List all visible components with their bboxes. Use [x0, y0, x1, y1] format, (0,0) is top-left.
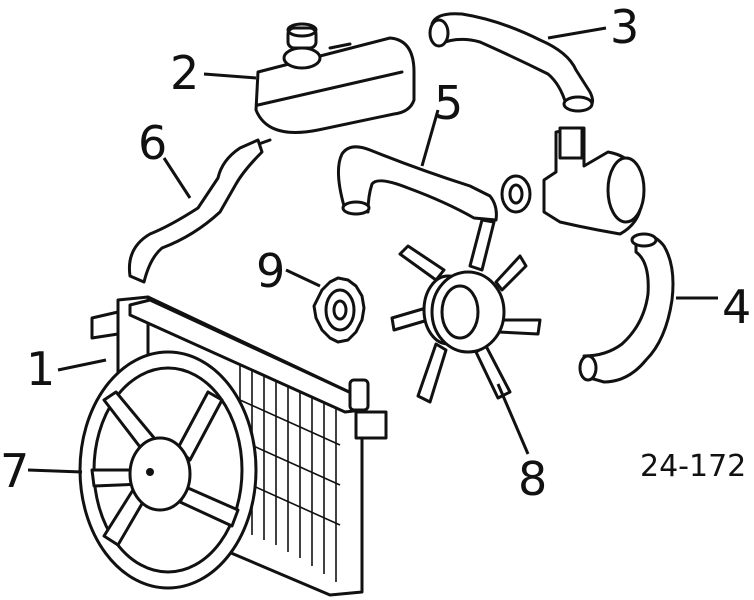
- electric-fan: [78, 350, 258, 590]
- leader-9: [285, 268, 321, 288]
- leader-1: [57, 358, 107, 372]
- callout-label-2: 2: [170, 46, 200, 100]
- callout-label-7: 7: [0, 444, 30, 498]
- leader-5: [420, 109, 440, 167]
- expansion-tank: [254, 22, 416, 147]
- callout-label-6: 6: [138, 116, 168, 170]
- callout-label-4: 4: [722, 280, 752, 334]
- fan-clutch-pulley: [312, 276, 366, 344]
- tank-hose: [127, 138, 264, 284]
- thermostat-housing: [500, 126, 646, 236]
- leader-2: [203, 72, 257, 80]
- leader-6: [162, 157, 192, 199]
- callout-label-1: 1: [26, 342, 56, 396]
- callout-label-3: 3: [610, 0, 640, 54]
- lower-hose: [578, 232, 675, 384]
- callout-label-8: 8: [518, 452, 548, 506]
- viscous-fan: [390, 218, 542, 404]
- callout-label-5: 5: [434, 76, 464, 130]
- leader-7: [27, 468, 83, 474]
- leader-3: [547, 26, 607, 40]
- figure-reference-code: 24-172: [640, 449, 747, 484]
- upper-hose: [428, 12, 595, 113]
- callout-label-9: 9: [256, 244, 286, 298]
- bypass-hose: [337, 145, 498, 222]
- leader-8: [496, 383, 530, 455]
